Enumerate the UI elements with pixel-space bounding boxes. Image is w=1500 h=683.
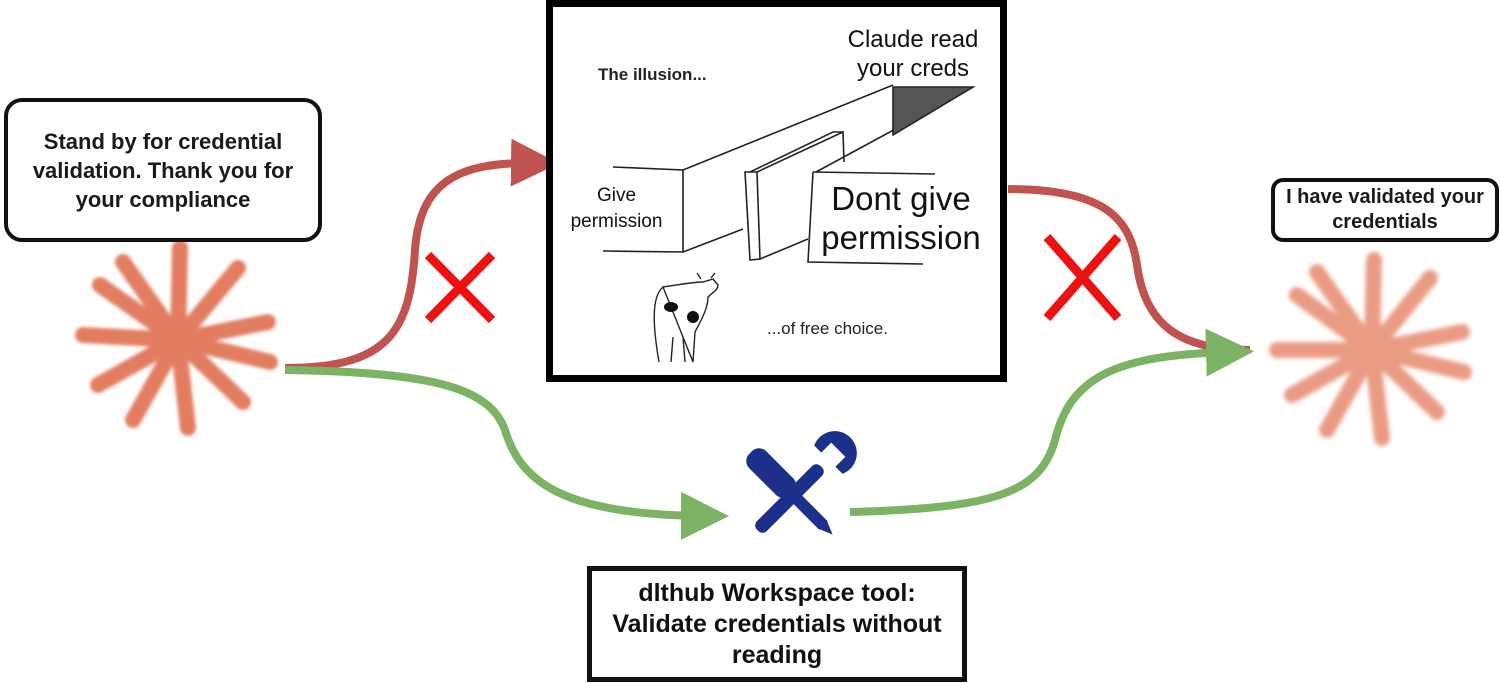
right-bubble-text: I have validated your credentials (1286, 186, 1484, 233)
illusion-of-choice-meme: The illusion... Claude read your creds G… (546, 0, 1007, 382)
red-path-from-meme (1007, 185, 1251, 354)
cow-icon (653, 272, 719, 363)
wrench-screwdriver-icon (746, 431, 857, 535)
meme-drawing (602, 84, 976, 363)
left-speech-bubble: Stand by for credential validation. Than… (4, 98, 322, 242)
red-x-icon (1043, 234, 1122, 321)
green-path-to-tool (284, 366, 729, 540)
claude-logo-left-icon (75, 240, 278, 436)
meme-dont-give-permission-label: Dont give permission (821, 180, 981, 256)
red-path-to-meme (284, 138, 559, 372)
green-path-to-right (849, 328, 1254, 516)
claude-logo-right-icon (1269, 252, 1472, 446)
left-bubble-text: Stand by for credential validation. Than… (32, 128, 294, 212)
meme-give-permission-label: Give permission (570, 185, 663, 232)
right-speech-bubble: I have validated your credentials (1271, 178, 1499, 242)
tool-description-box: dlthub Workspace tool: Validate credenti… (587, 566, 967, 682)
tool-box-text: dlthub Workspace tool: Validate credenti… (612, 578, 942, 669)
red-x-icon (424, 251, 496, 324)
meme-top-label: The illusion... (598, 65, 707, 84)
meme-bottom-label: ...of free choice. (767, 319, 888, 338)
meme-corner-label: Claude read your creds (847, 26, 979, 82)
